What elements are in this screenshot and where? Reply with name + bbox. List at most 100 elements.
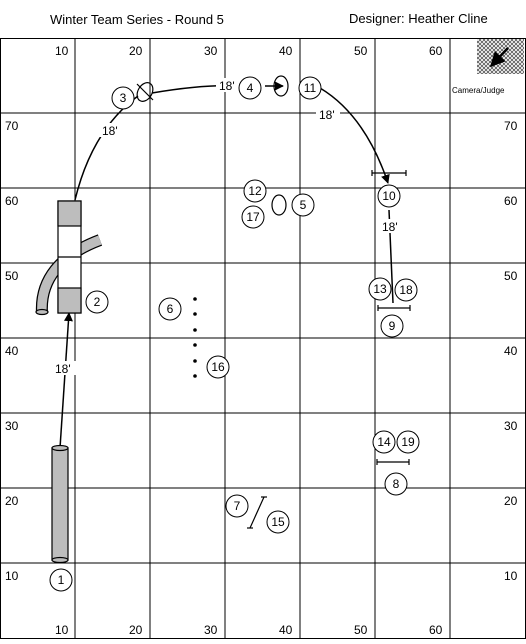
distance-bg: [99, 123, 123, 137]
equipment: [35, 75, 411, 564]
tunnel-opening: [35, 308, 49, 316]
obstacle-10[interactable]: 10: [377, 184, 401, 208]
top-label: 60: [429, 44, 443, 58]
weave-pole: [193, 297, 197, 301]
path-segment: [59, 312, 73, 449]
obstacle-1[interactable]: 1: [49, 568, 73, 592]
tunnel-opening: [51, 556, 69, 564]
bottom-labels: 10 20 30 40 50 60: [55, 623, 443, 637]
bottom-label: 20: [129, 623, 143, 637]
obstacle-number: 11: [304, 81, 317, 95]
right-label: 70: [504, 119, 518, 133]
tire-obstacle: [136, 82, 154, 102]
obstacle-5[interactable]: 5: [291, 193, 315, 217]
tire-frame: [136, 83, 154, 101]
weave-pole: [193, 374, 197, 378]
obstacle-number: 3: [120, 91, 127, 105]
contact-zone: [57, 287, 82, 314]
obstacle-number: 16: [211, 360, 225, 374]
top-label: 10: [55, 44, 69, 58]
course-path: [59, 81, 394, 449]
obstacle-number: 7: [234, 499, 241, 513]
top-label: 50: [354, 44, 368, 58]
tunnel-obstacle: [51, 447, 69, 561]
obstacle-number: 4: [247, 81, 254, 95]
obstacle-14[interactable]: 14: [372, 430, 396, 454]
distance-label: 18': [319, 108, 335, 122]
obstacle-number: 6: [167, 302, 174, 316]
tire-obstacle: [273, 75, 289, 97]
camera-label: Camera/Judge: [452, 86, 505, 95]
obstacle-number: 10: [382, 189, 396, 203]
weave-pole: [193, 312, 197, 316]
right-label: 40: [504, 344, 518, 358]
obstacle-11[interactable]: 11: [298, 76, 322, 100]
obstacle-3[interactable]: 3: [111, 86, 135, 110]
obstacle-15[interactable]: 15: [266, 510, 290, 534]
distance-label: 18': [219, 79, 235, 93]
top-label: 40: [279, 44, 293, 58]
obstacle-number: 13: [373, 282, 387, 296]
obstacle-16[interactable]: 16: [206, 355, 230, 379]
bottom-label: 30: [204, 623, 218, 637]
distances: 18' 18' 18' 18' 18': [52, 78, 403, 376]
tire-obstacle: [271, 194, 287, 216]
left-label: 10: [5, 569, 19, 583]
obstacle-number: 12: [248, 184, 262, 198]
weave-pole: [193, 359, 197, 363]
left-label: 60: [5, 194, 19, 208]
obstacle-number: 15: [271, 515, 285, 529]
left-labels: 70 60 50 40 30 20 10: [5, 119, 19, 583]
weave-pole: [193, 343, 197, 347]
top-labels: 10 20 30 40 50 60: [55, 44, 443, 58]
obstacle-4[interactable]: 4: [238, 76, 262, 100]
right-labels: 70 60 50 40 30 20 10: [504, 119, 518, 583]
curved-tunnel-fill: [37, 235, 102, 314]
bottom-label: 60: [429, 623, 443, 637]
obstacle-13[interactable]: 13: [368, 277, 392, 301]
top-label: 30: [204, 44, 218, 58]
left-label: 50: [5, 269, 19, 283]
left-label: 30: [5, 419, 19, 433]
obstacle-8[interactable]: 8: [384, 472, 408, 496]
jump-bar: [249, 496, 265, 529]
distance-label: 18': [382, 220, 398, 234]
camera-judge: Camera/Judge: [452, 39, 524, 95]
obstacle-12[interactable]: 12: [243, 179, 267, 203]
obstacle-number: 17: [246, 210, 260, 224]
course-title: Winter Team Series - Round 5: [50, 12, 224, 27]
obstacle-number: 14: [377, 435, 391, 449]
obstacle-number: 5: [300, 198, 307, 212]
distance-label: 18': [55, 362, 71, 376]
right-label: 60: [504, 194, 518, 208]
obstacle-2[interactable]: 2: [85, 290, 109, 314]
distance-bg: [379, 219, 403, 233]
obstacle-number: 19: [401, 435, 415, 449]
obstacle-number: 1: [58, 573, 65, 587]
weave-poles: [193, 297, 197, 378]
obstacle-number: 18: [399, 283, 413, 297]
bottom-label: 40: [279, 623, 293, 637]
right-label: 20: [504, 494, 518, 508]
designer-credit: Designer: Heather Cline: [349, 11, 488, 26]
bottom-label: 50: [354, 623, 368, 637]
right-label: 10: [504, 569, 518, 583]
obstacle-6[interactable]: 6: [158, 297, 182, 321]
contact-zone: [57, 200, 82, 227]
obstacle-markers: 1 2 3 4 5 6 7 8 9 10 11 12 13 14 15 16 1…: [49, 76, 420, 592]
obstacle-number: 8: [393, 477, 400, 491]
path-segment: [74, 95, 139, 201]
obstacle-18[interactable]: 18: [394, 278, 418, 302]
bottom-label: 10: [55, 623, 69, 637]
distance-bg: [52, 361, 76, 375]
obstacle-17[interactable]: 17: [241, 205, 265, 229]
obstacle-9[interactable]: 9: [380, 314, 404, 338]
camera-arrow-icon: [489, 47, 509, 68]
tunnel-opening: [51, 444, 69, 452]
distance-bg: [216, 78, 240, 92]
obstacle-7[interactable]: 7: [225, 494, 249, 518]
obstacle-19[interactable]: 19: [396, 430, 420, 454]
distance-bg: [316, 107, 340, 121]
